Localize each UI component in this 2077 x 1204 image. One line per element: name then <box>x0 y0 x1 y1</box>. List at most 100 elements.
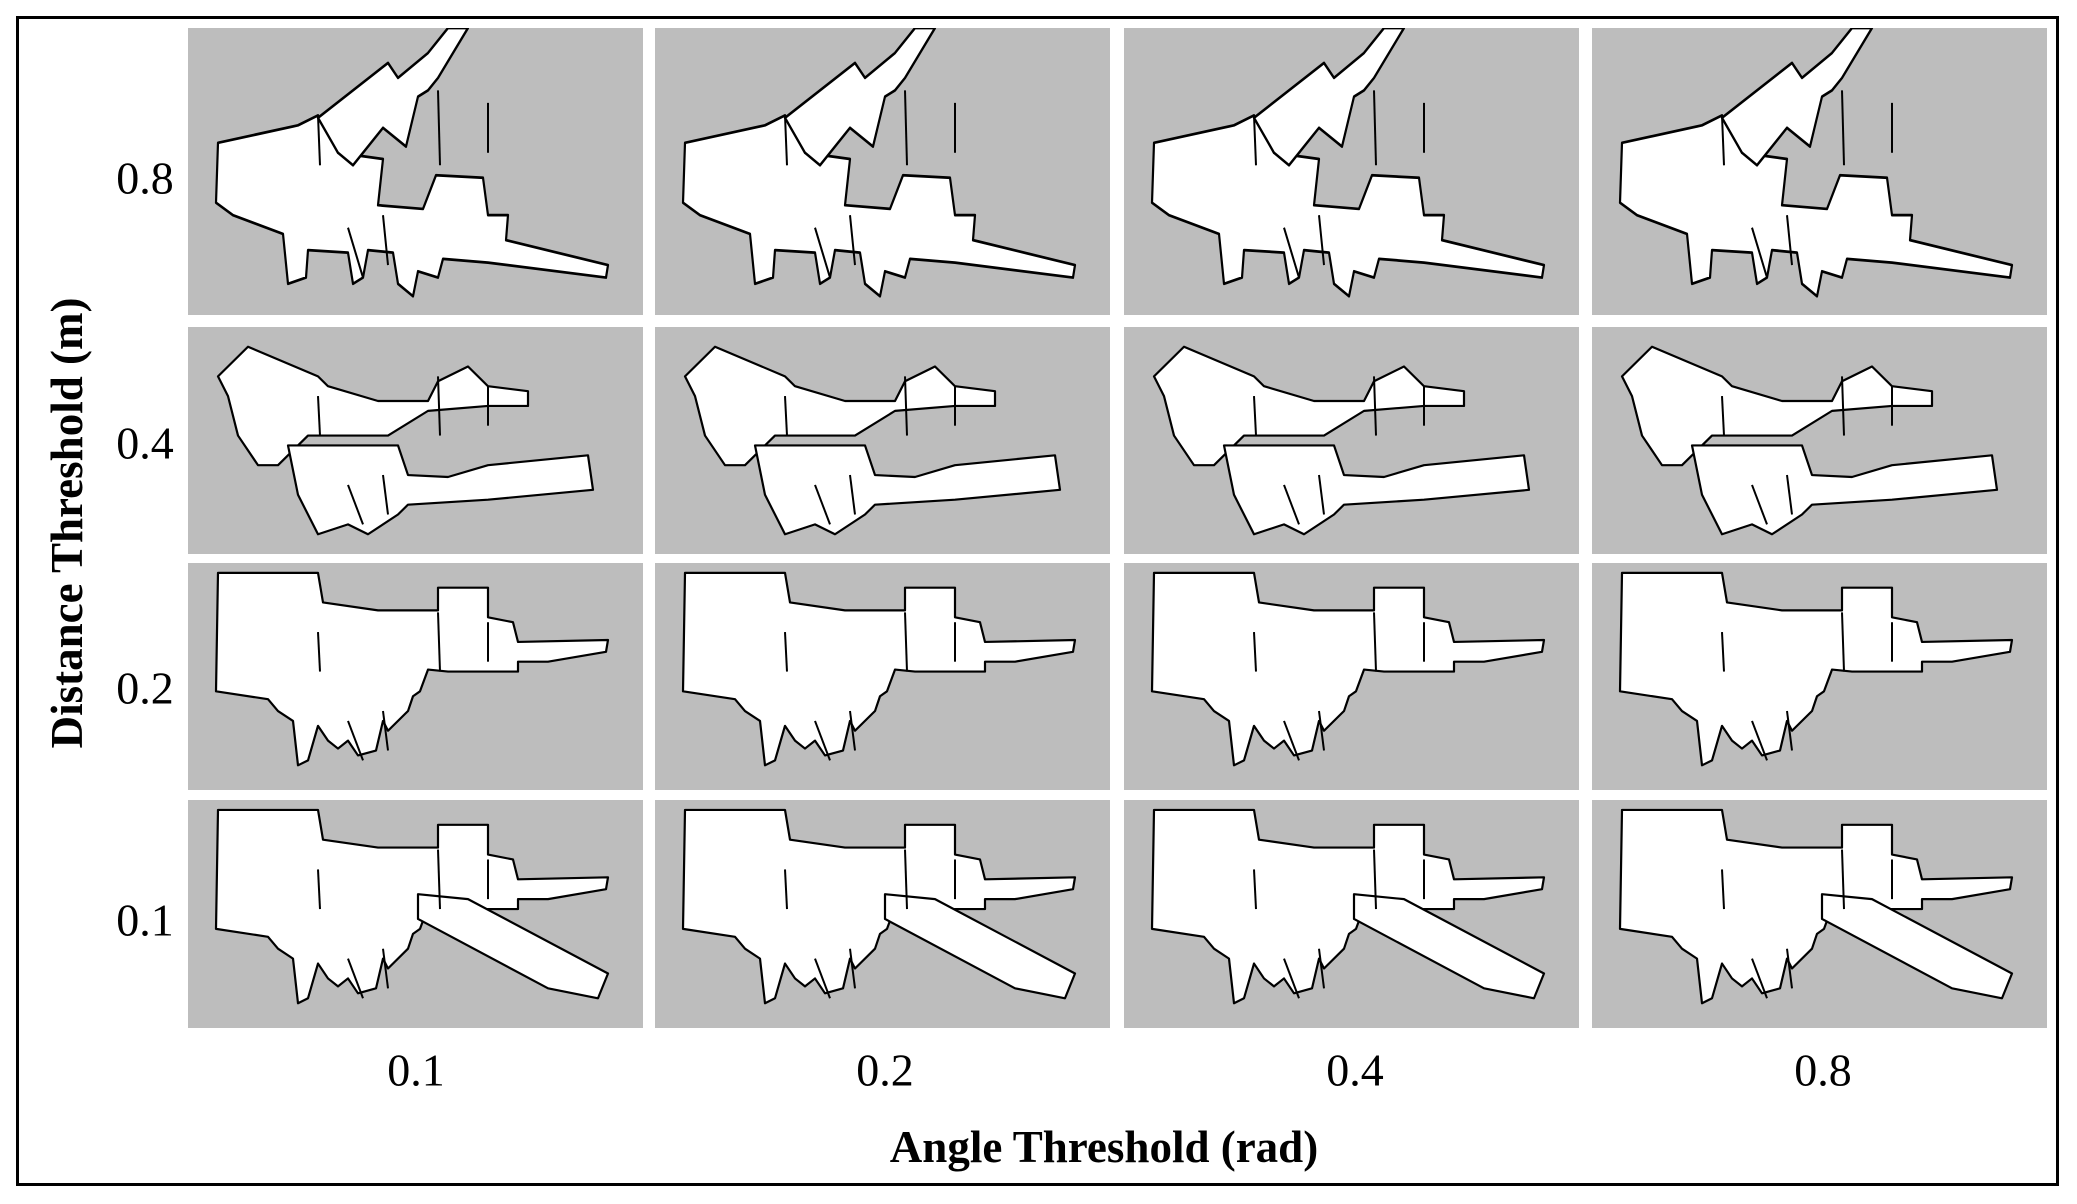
map-free-space <box>681 113 1077 298</box>
occupancy-map <box>681 808 1077 1005</box>
map-wall <box>1721 869 1725 910</box>
map-wall <box>382 710 389 751</box>
map-panel <box>1592 327 2047 554</box>
map-wall <box>784 396 788 436</box>
map-panel <box>1124 327 1579 554</box>
map-free-space <box>1352 893 1546 1000</box>
map-wall <box>1786 474 1793 515</box>
map-wall <box>904 376 908 436</box>
occupancy-map <box>1150 571 1546 767</box>
occupancy-map <box>1618 808 2014 1005</box>
map-free-space <box>1820 893 2014 1000</box>
occupancy-map <box>1152 345 1531 536</box>
map-wall <box>1283 484 1300 525</box>
map-free-space <box>1150 808 1546 1005</box>
map-free-space <box>883 893 1077 1000</box>
occupancy-map <box>683 345 1062 536</box>
map-wall <box>1283 227 1300 279</box>
map-free-space <box>1618 571 2014 767</box>
map-panel <box>1592 800 2047 1028</box>
column-label-2: 0.2 <box>856 1044 914 1096</box>
map-wall <box>1253 115 1257 166</box>
map-free-space <box>1720 28 1874 167</box>
map-wall <box>784 115 788 166</box>
map-wall <box>382 948 389 989</box>
map-wall <box>437 90 441 166</box>
map-panel <box>1592 563 2047 790</box>
map-free-space <box>783 28 937 167</box>
map-wall <box>1318 215 1325 266</box>
map-panel <box>655 327 1110 554</box>
map-wall <box>347 227 364 279</box>
map-wall <box>1373 612 1377 672</box>
map-free-space <box>1150 113 1546 298</box>
map-panel <box>655 28 1110 315</box>
occupancy-map <box>1618 28 2014 298</box>
map-panel <box>1124 28 1579 315</box>
map-wall <box>437 849 441 910</box>
map-free-space <box>1150 571 1546 767</box>
map-wall <box>849 215 856 266</box>
column-label-4: 0.8 <box>1794 1044 1852 1096</box>
map-wall <box>1373 849 1377 910</box>
map-panel <box>1124 563 1579 790</box>
map-panel <box>655 800 1110 1028</box>
map-panel <box>1124 800 1579 1028</box>
occupancy-map <box>214 28 610 298</box>
map-wall <box>849 474 856 515</box>
map-wall <box>382 474 389 515</box>
occupancy-map <box>1618 571 2014 767</box>
map-wall <box>1751 720 1768 761</box>
map-wall <box>1318 474 1325 515</box>
map-wall <box>784 632 788 672</box>
map-wall <box>1841 612 1845 672</box>
map-wall <box>1253 396 1257 436</box>
map-wall <box>1841 90 1845 166</box>
map-wall <box>814 227 831 279</box>
map-wall <box>1841 376 1845 436</box>
x-axis-label: Angle Threshold (rad) <box>889 1122 1319 1172</box>
occupancy-map <box>1150 28 1546 298</box>
map-wall <box>347 720 364 761</box>
map-wall <box>1721 396 1725 436</box>
occupancy-map <box>216 345 595 536</box>
map-free-space <box>416 893 610 1000</box>
occupancy-map <box>1620 345 1999 536</box>
map-panel <box>188 327 643 554</box>
map-wall <box>317 396 321 436</box>
map-wall <box>814 484 831 525</box>
map-wall <box>1751 958 1768 999</box>
map-panel <box>655 563 1110 790</box>
map-free-space <box>214 113 610 298</box>
map-wall <box>1721 115 1725 166</box>
occupancy-map <box>214 571 610 767</box>
map-wall <box>1253 869 1257 910</box>
occupancy-map <box>214 808 610 1005</box>
map-wall <box>437 612 441 672</box>
map-wall <box>347 484 364 525</box>
map-wall <box>347 958 364 999</box>
map-wall <box>814 958 831 999</box>
map-wall <box>1373 376 1377 436</box>
map-wall <box>904 849 908 910</box>
map-free-space <box>286 444 595 536</box>
map-panel <box>188 28 643 315</box>
map-wall <box>1373 90 1377 166</box>
map-wall <box>1318 948 1325 989</box>
map-wall <box>849 710 856 751</box>
map-free-space <box>1252 28 1406 167</box>
row-label-2: 0.4 <box>116 417 174 469</box>
map-panel <box>1592 28 2047 315</box>
map-free-space <box>316 28 470 167</box>
map-free-space <box>1618 808 2014 1005</box>
map-wall <box>1786 215 1793 266</box>
map-wall <box>1751 484 1768 525</box>
map-free-space <box>753 444 1062 536</box>
map-free-space <box>1690 444 1999 536</box>
map-free-space <box>214 808 610 1005</box>
map-wall <box>904 90 908 166</box>
occupancy-map <box>681 571 1077 767</box>
map-wall <box>1283 720 1300 761</box>
map-free-space <box>1618 113 2014 298</box>
